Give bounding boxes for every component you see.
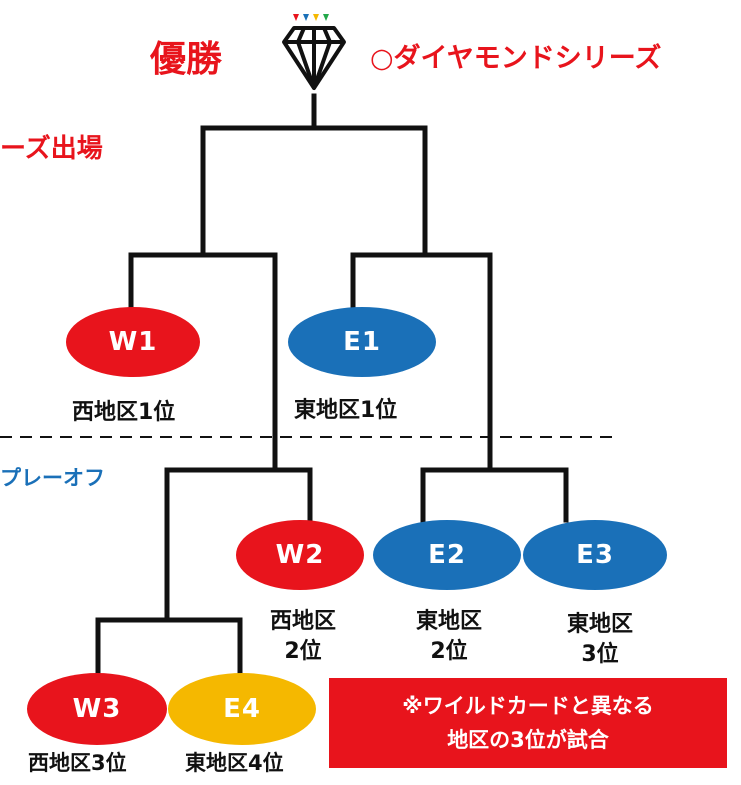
champion-label: 優勝 xyxy=(150,39,223,80)
team-e3: E3 xyxy=(523,520,667,590)
label-w2-line2: 2位 xyxy=(284,639,322,664)
label-e3-line2: 3位 xyxy=(581,642,619,667)
section-label-series-entry: ーズ出場 xyxy=(0,134,103,164)
team-w3: W3 xyxy=(27,673,167,745)
team-w1: W1 xyxy=(66,307,200,377)
label-e2: 東地区 2位 xyxy=(404,607,494,667)
label-e3: 東地区 3位 xyxy=(552,610,648,670)
label-e1: 東地区1位 xyxy=(294,398,398,423)
wildcard-note: ※ワイルドカードと異なる 地区の3位が試合 xyxy=(329,678,727,768)
team-e2: E2 xyxy=(373,520,521,590)
label-w2: 西地区 2位 xyxy=(258,607,348,667)
wildcard-note-line2: 地区の3位が試合 xyxy=(447,728,609,752)
diamond-icon xyxy=(282,14,346,90)
team-e4: E4 xyxy=(168,673,316,745)
label-e3-line1: 東地区 xyxy=(566,612,633,637)
team-e1: E1 xyxy=(288,307,436,377)
label-e2-line2: 2位 xyxy=(430,639,468,664)
label-e4: 東地区4位 xyxy=(185,751,284,775)
section-label-playoff: プレーオフ xyxy=(0,466,105,490)
label-w1: 西地区1位 xyxy=(72,400,176,425)
label-w2-line1: 西地区 xyxy=(269,609,336,634)
series-name: ○ダイヤモンドシリーズ xyxy=(370,43,662,74)
label-w3: 西地区3位 xyxy=(28,751,127,775)
wildcard-note-line1: ※ワイルドカードと異なる xyxy=(402,694,654,718)
label-e2-line1: 東地区 xyxy=(415,609,482,634)
team-w2: W2 xyxy=(236,520,364,590)
